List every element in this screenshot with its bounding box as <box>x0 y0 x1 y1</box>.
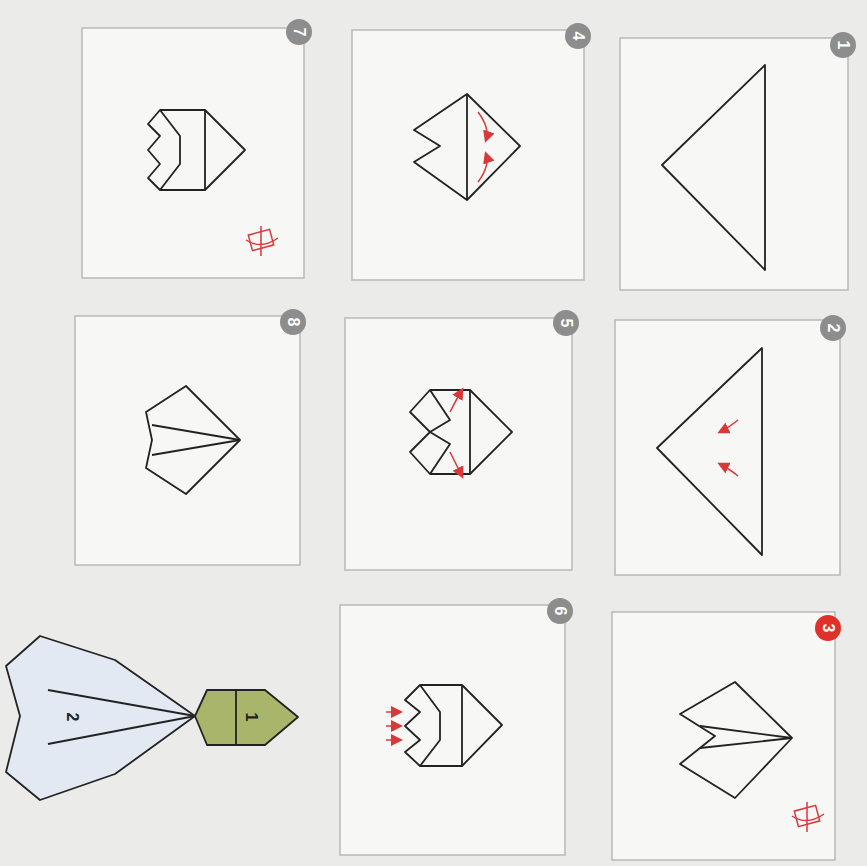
step-number: 1 <box>835 41 851 50</box>
step-number: 4 <box>570 32 586 41</box>
part-number: 1 <box>243 713 259 722</box>
step-number: 7 <box>291 28 307 37</box>
step-number: 6 <box>552 607 568 616</box>
step-number: 8 <box>285 318 301 327</box>
step-number: 5 <box>558 319 574 328</box>
step-number: 3 <box>820 624 836 633</box>
step-number: 2 <box>825 324 841 333</box>
part-number: 2 <box>64 713 80 722</box>
